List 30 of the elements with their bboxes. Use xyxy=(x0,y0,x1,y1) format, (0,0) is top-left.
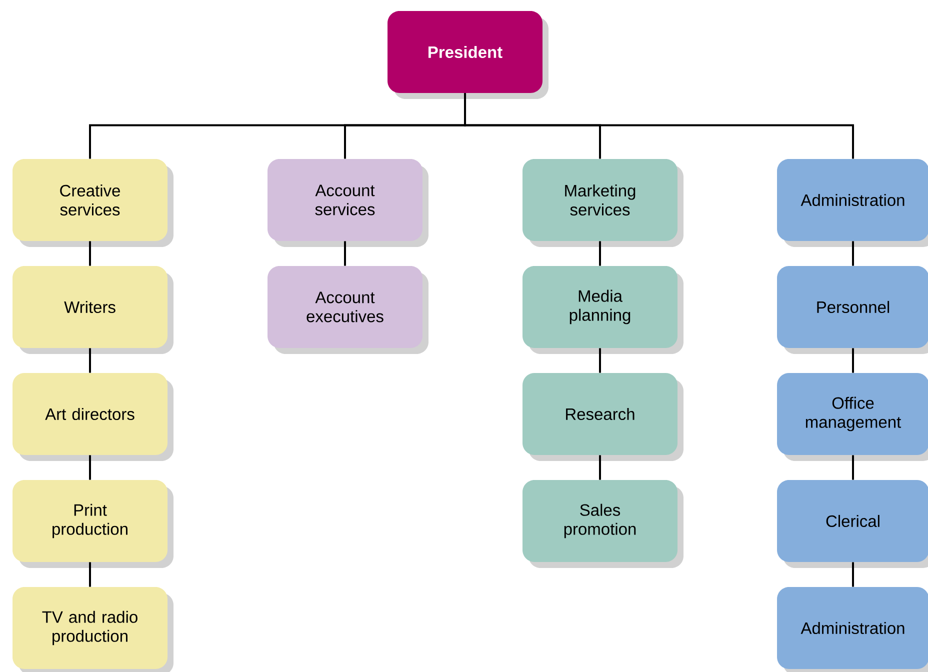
connector-line xyxy=(599,348,601,373)
department-box: Writers xyxy=(12,266,174,354)
department-box: Media planning xyxy=(522,266,684,354)
connector-line xyxy=(464,93,854,159)
department-box: Art directors xyxy=(12,373,174,461)
department-box: Research xyxy=(522,373,684,461)
department-box: Sales promotion xyxy=(522,480,684,568)
department-box: Marketing services xyxy=(522,159,684,247)
title-box: President xyxy=(388,11,548,99)
connector-line xyxy=(852,562,854,587)
department-box: TV and radio production xyxy=(12,587,174,672)
department-box: Print production xyxy=(12,480,174,568)
department-box: Administration xyxy=(777,159,928,247)
connector-line xyxy=(89,562,91,587)
connector-line xyxy=(89,455,91,480)
department-box: Administration xyxy=(777,587,928,672)
department-box: Creative services xyxy=(12,159,174,247)
department-box: Account executives xyxy=(268,266,428,354)
department-box: Office management xyxy=(777,373,928,461)
connector-line xyxy=(89,348,91,373)
connector-line xyxy=(599,241,601,266)
department-box: Clerical xyxy=(777,480,928,568)
connector-line xyxy=(852,241,854,266)
department-box: Personnel xyxy=(777,266,928,354)
connector-line xyxy=(344,241,346,266)
connector-line xyxy=(852,455,854,480)
connector-line xyxy=(599,455,601,480)
connector-line xyxy=(852,348,854,373)
connector-line xyxy=(89,241,91,266)
department-box: Account services xyxy=(268,159,428,247)
